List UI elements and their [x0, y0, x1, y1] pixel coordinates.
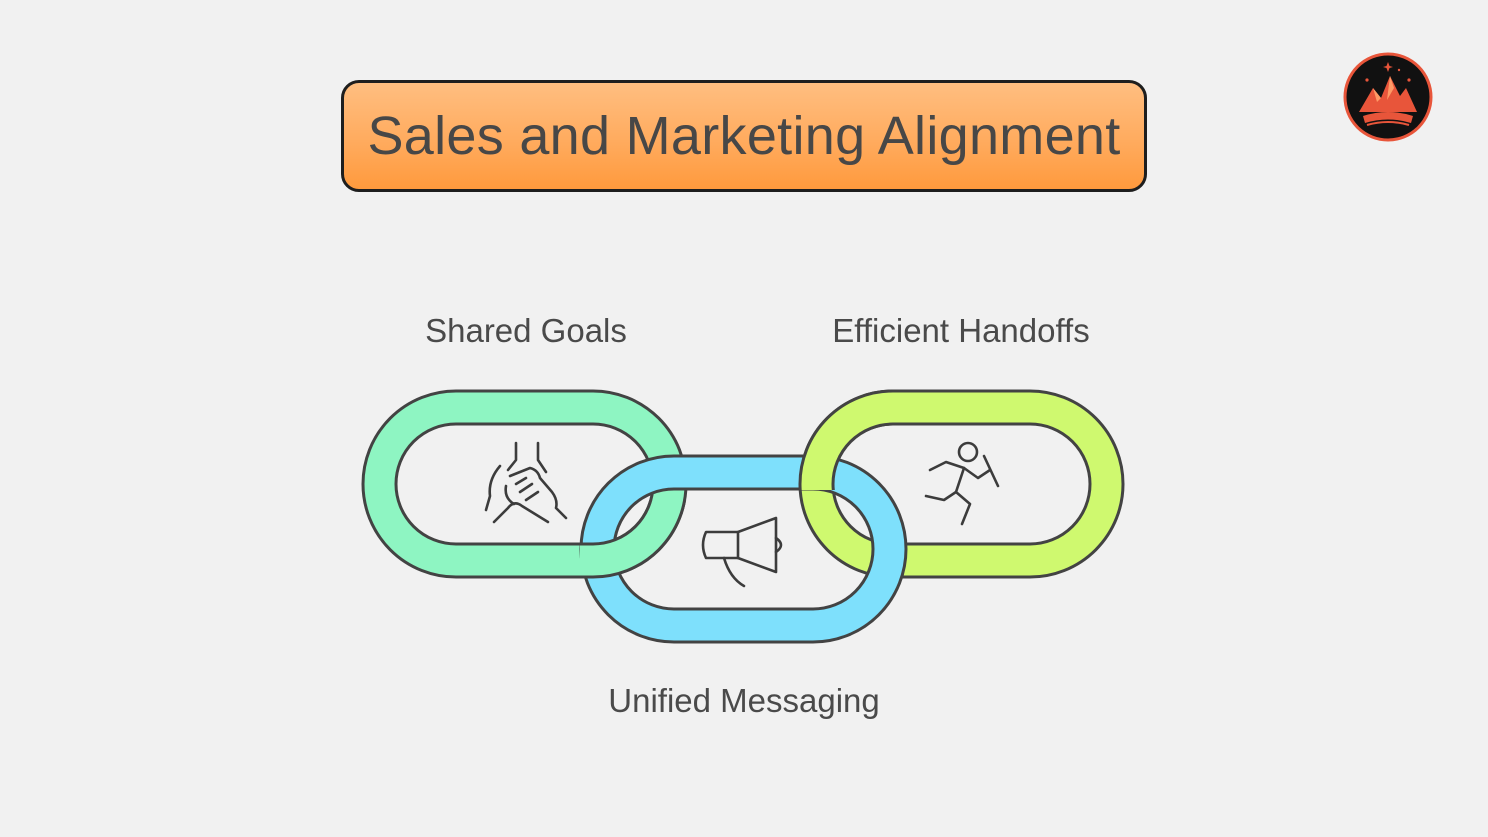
page-title: Sales and Marketing Alignment — [367, 106, 1121, 166]
chain-link-overlap-left — [580, 500, 687, 579]
label-efficient-handoffs: Efficient Handoffs — [832, 312, 1090, 349]
chain-link-unified-messaging — [579, 454, 908, 644]
title-banner: Sales and Marketing Alignment — [341, 80, 1147, 192]
chain-link-overlap-right — [798, 389, 905, 490]
label-unified-messaging: Unified Messaging — [608, 682, 880, 719]
logo-badge — [1343, 52, 1433, 142]
label-shared-goals: Shared Goals — [425, 312, 627, 349]
hands-icon — [484, 441, 568, 524]
running-person-icon — [924, 441, 1000, 526]
megaphone-icon — [701, 516, 783, 588]
